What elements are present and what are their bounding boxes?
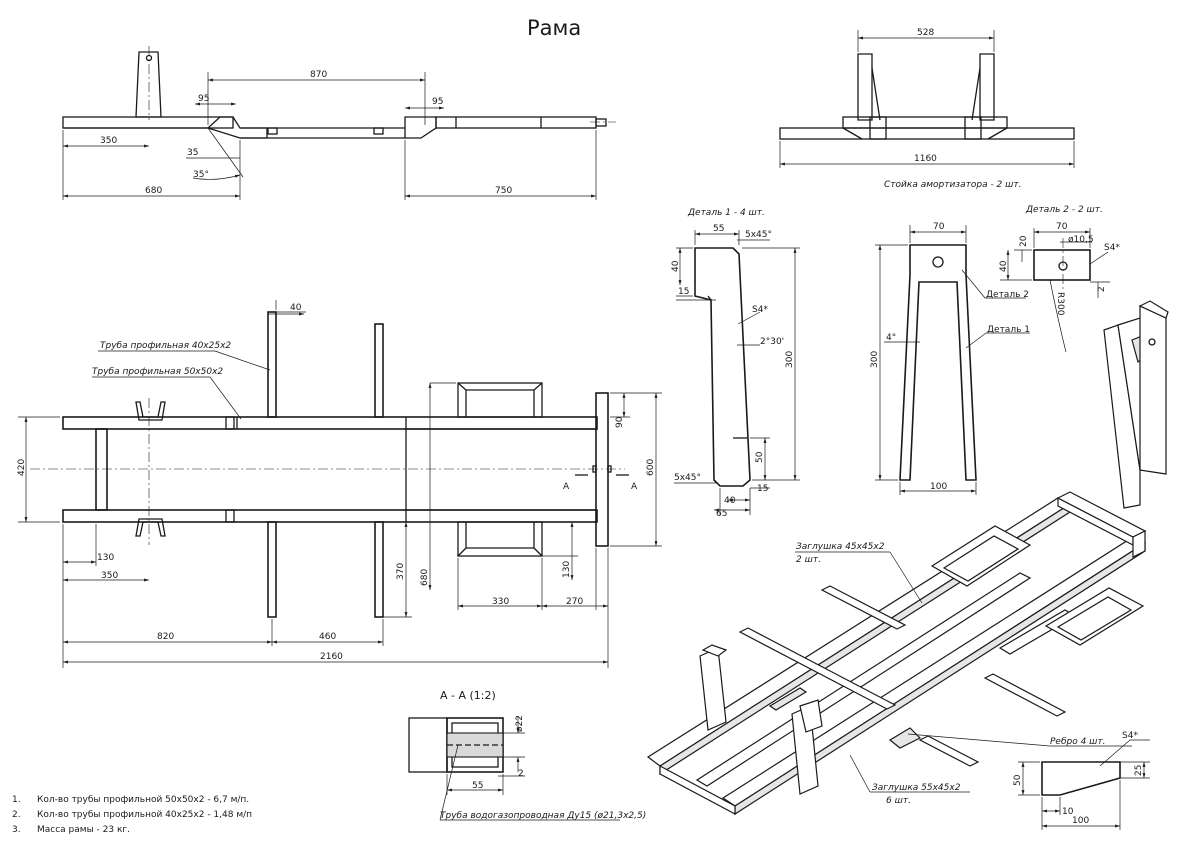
drawing-title: Рама <box>527 16 581 40</box>
assembly-view: 70 300 4° 100 Деталь 2 Деталь 1 <box>870 222 1030 495</box>
section-mark-a-left: A <box>563 482 570 492</box>
plan-dim-680: 680 <box>420 569 430 586</box>
plan-dim-90: 90 <box>615 416 625 428</box>
p1-s4: S4* <box>752 305 768 315</box>
notes-list: 1. Кол-во трубы профильной 50х50х2 - 6,7… <box>12 793 252 838</box>
label-tube-40: Труба профильная 40х25х2 <box>100 341 231 351</box>
note-number: 1. <box>12 795 21 805</box>
dim-1160: 1160 <box>914 154 937 164</box>
as-dim-300: 300 <box>870 351 880 368</box>
part1-caption: Деталь 1 - 4 шт. <box>687 208 765 218</box>
rib-dim-10: 10 <box>1062 807 1074 817</box>
p1-dim-15: 15 <box>678 287 689 297</box>
plan-dim-820: 820 <box>157 632 174 642</box>
plan-dim-2160: 2160 <box>320 652 343 662</box>
part2-view: Деталь 2 - 2 шт. 70 ø10,5 20 40 S4* 2 R3… <box>999 205 1120 353</box>
shock-mount-caption: Стойка амортизатора - 2 шт. <box>884 180 1021 190</box>
note-item: 3. Масса рамы - 23 кг. <box>12 823 252 838</box>
p2-s4: S4* <box>1104 243 1120 253</box>
p2-dim-40: 40 <box>999 260 1009 272</box>
label-plug-45-qty: 2 шт. <box>796 555 821 565</box>
section-dim-d22: ø22 <box>515 715 525 732</box>
rib-dim-100: 100 <box>1072 816 1089 826</box>
part2-caption: Деталь 2 - 2 шт. <box>1025 205 1103 215</box>
p2-dim-70: 70 <box>1056 222 1068 232</box>
section-dim-55: 55 <box>472 781 483 791</box>
plan-dim-600: 600 <box>646 459 656 476</box>
dim-680: 680 <box>145 186 162 196</box>
dim-750: 750 <box>495 186 512 196</box>
section-dim-2: 2 <box>518 769 524 779</box>
plan-dim-130-right: 130 <box>562 561 572 578</box>
p2-dim-20: 20 <box>1019 235 1029 247</box>
plan-dim-130: 130 <box>97 553 114 563</box>
p1-dim-40: 40 <box>671 260 681 272</box>
p2-dim-hole: ø10,5 <box>1068 235 1094 245</box>
section-aa: А - А (1:2) ø22 55 2 Труба водогазопрово… <box>408 689 646 821</box>
as-dim-100: 100 <box>930 482 947 492</box>
p1-dim-55: 55 <box>713 224 724 234</box>
p1-dim-50: 50 <box>755 451 765 463</box>
as-dim-70: 70 <box>933 222 945 232</box>
label-detal-1: Деталь 1 <box>987 325 1030 335</box>
label-rib: Ребро 4 шт. <box>1050 737 1106 747</box>
plan-dim-270: 270 <box>566 597 583 607</box>
p1-angle: 2°30' <box>760 337 784 347</box>
plan-dim-40: 40 <box>290 303 302 313</box>
note-item: 1. Кол-во трубы профильной 50х50х2 - 6,7… <box>12 793 252 808</box>
note-item: 2. Кол-во трубы профильной 40х25х2 - 1,4… <box>12 808 252 823</box>
plan-dim-370: 370 <box>396 563 406 580</box>
rib-detail: S4* 25 50 10 100 <box>1013 731 1150 830</box>
plan-dim-460: 460 <box>319 632 336 642</box>
section-pipe-label: Труба водогазопроводная Ду15 (ø21,3х2,5) <box>440 811 646 821</box>
section-mark-a-right: A <box>631 482 638 492</box>
p1-dim-5x45-bottom: 5х45° <box>674 473 701 483</box>
part1-view: Деталь 1 - 4 шт. 55 5х45° 40 15 S4* 2°30… <box>671 208 800 519</box>
rib-dim-25: 25 <box>1134 765 1144 776</box>
dim-35: 35 <box>187 148 198 158</box>
side-view: 870 95 95 350 35 35° 680 750 <box>62 46 616 200</box>
label-detal-2: Деталь 2 <box>986 290 1029 300</box>
p2-dim-2: 2 <box>1097 286 1107 292</box>
rib-dim-50: 50 <box>1013 774 1023 786</box>
note-number: 3. <box>12 825 21 835</box>
p1-dim-15-bottom: 15 <box>757 484 768 494</box>
plan-dim-330: 330 <box>492 597 509 607</box>
p1-dim-65: 65 <box>716 509 727 519</box>
label-tube-50: Труба профильная 50х50х2 <box>92 367 223 377</box>
plan-dim-350: 350 <box>101 571 118 581</box>
section-title: А - А (1:2) <box>440 689 496 702</box>
note-text: Масса рамы - 23 кг. <box>37 825 130 835</box>
p1-dim-40-bottom: 40 <box>724 496 736 506</box>
p1-dim-300: 300 <box>785 351 795 368</box>
dim-870: 870 <box>310 70 327 80</box>
shock-mount-view: 528 1160 Стойка амортизатора - 2 шт. <box>779 28 1075 190</box>
dim-95-left: 95 <box>198 94 209 104</box>
note-number: 2. <box>12 810 21 820</box>
dim-350: 350 <box>100 136 117 146</box>
plan-dim-420: 420 <box>17 459 27 476</box>
as-dim-angle: 4° <box>886 333 896 343</box>
rib-s4: S4* <box>1122 731 1138 741</box>
dim-95-right: 95 <box>432 97 443 107</box>
dim-528: 528 <box>917 28 934 38</box>
p2-r300: R300 <box>1055 292 1065 316</box>
label-plug-55-qty: 6 шт. <box>886 796 911 806</box>
dim-angle: 35° <box>193 170 209 180</box>
p1-dim-5x45: 5х45° <box>745 230 772 240</box>
note-text: Кол-во трубы профильной 50х50х2 - 6,7 м/… <box>37 795 250 805</box>
shock-mount-3d <box>1103 300 1169 509</box>
note-text: Кол-во трубы профильной 40х25х2 - 1,48 м… <box>37 810 253 820</box>
label-plug-45: Заглушка 45х45х2 <box>796 542 885 552</box>
plan-view: A A Труба профильная 40х25х2 Труба профи… <box>17 300 662 668</box>
label-plug-55: Заглушка 55х45х2 <box>872 783 961 793</box>
isometric-view: Заглушка 45х45х2 2 шт. Заглушка 55х45х2 … <box>646 491 1147 816</box>
